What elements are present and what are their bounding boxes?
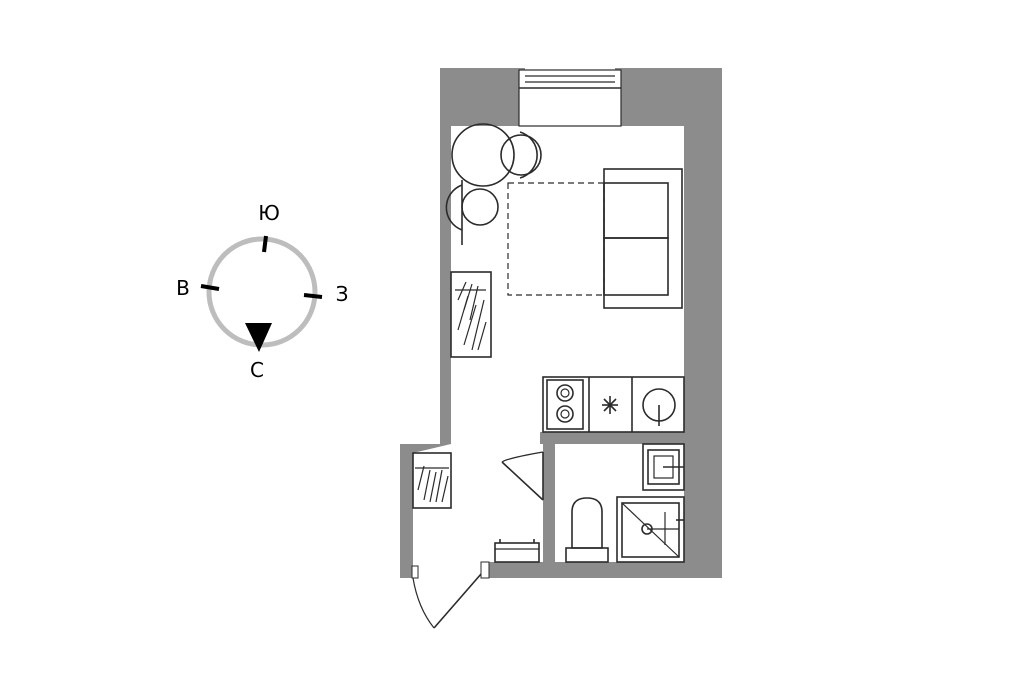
toilet-icon [565, 497, 609, 563]
compass-tick-south [262, 235, 268, 253]
compass-label-north: С [250, 358, 264, 382]
hallway [411, 451, 544, 629]
partition-bathroom-stub [543, 444, 555, 454]
burner-icon [556, 384, 574, 402]
appliance-icon [602, 396, 618, 414]
sofa-cushion [603, 237, 669, 296]
bottom-wall [488, 562, 722, 578]
dining-set [445, 123, 542, 245]
compass-tick-west [303, 293, 323, 299]
left-wall-upper [440, 68, 451, 444]
partition-horizontal [540, 432, 686, 444]
main-room-floor [451, 126, 684, 432]
right-wall-lower [684, 377, 722, 578]
hall-wardrobe [412, 452, 452, 509]
hallway-floor [413, 444, 543, 562]
compass-label-east: В [176, 276, 190, 300]
chair-icon [500, 134, 542, 176]
bathroom-door-icon [501, 451, 544, 501]
partition-bathroom-left [543, 500, 555, 562]
kitchen-counter [542, 376, 685, 433]
bench-icon [494, 539, 540, 563]
stove-icon [546, 379, 584, 430]
compass-label-west: З [336, 282, 349, 306]
bathroom [565, 443, 685, 563]
round-table-icon [451, 123, 515, 187]
wardrobe-frame [450, 271, 492, 358]
door-jamb [480, 561, 490, 579]
kitchen [542, 376, 685, 433]
north-arrow-icon [245, 323, 272, 352]
compass-label-south: Ю [258, 201, 280, 225]
entrance-door-icon [411, 561, 490, 629]
compass-tick-east [200, 284, 220, 291]
burner-icon [560, 388, 570, 398]
window-opening [518, 69, 622, 127]
wardrobe [450, 271, 492, 358]
left-wall-lower [400, 444, 413, 578]
walls [400, 68, 722, 578]
hangers-icon [417, 465, 449, 503]
hangers-icon [457, 281, 487, 351]
door-jamb [411, 565, 419, 579]
shower-icon [616, 496, 685, 563]
compass: Ю В З С [176, 201, 348, 382]
chair-back-icon [519, 131, 538, 179]
chair-back-icon [445, 184, 463, 231]
burner-icon [556, 405, 574, 423]
burner-icon [560, 409, 570, 419]
window [518, 69, 622, 127]
sofa [507, 168, 683, 309]
kitchen-passage-floor [451, 377, 543, 444]
